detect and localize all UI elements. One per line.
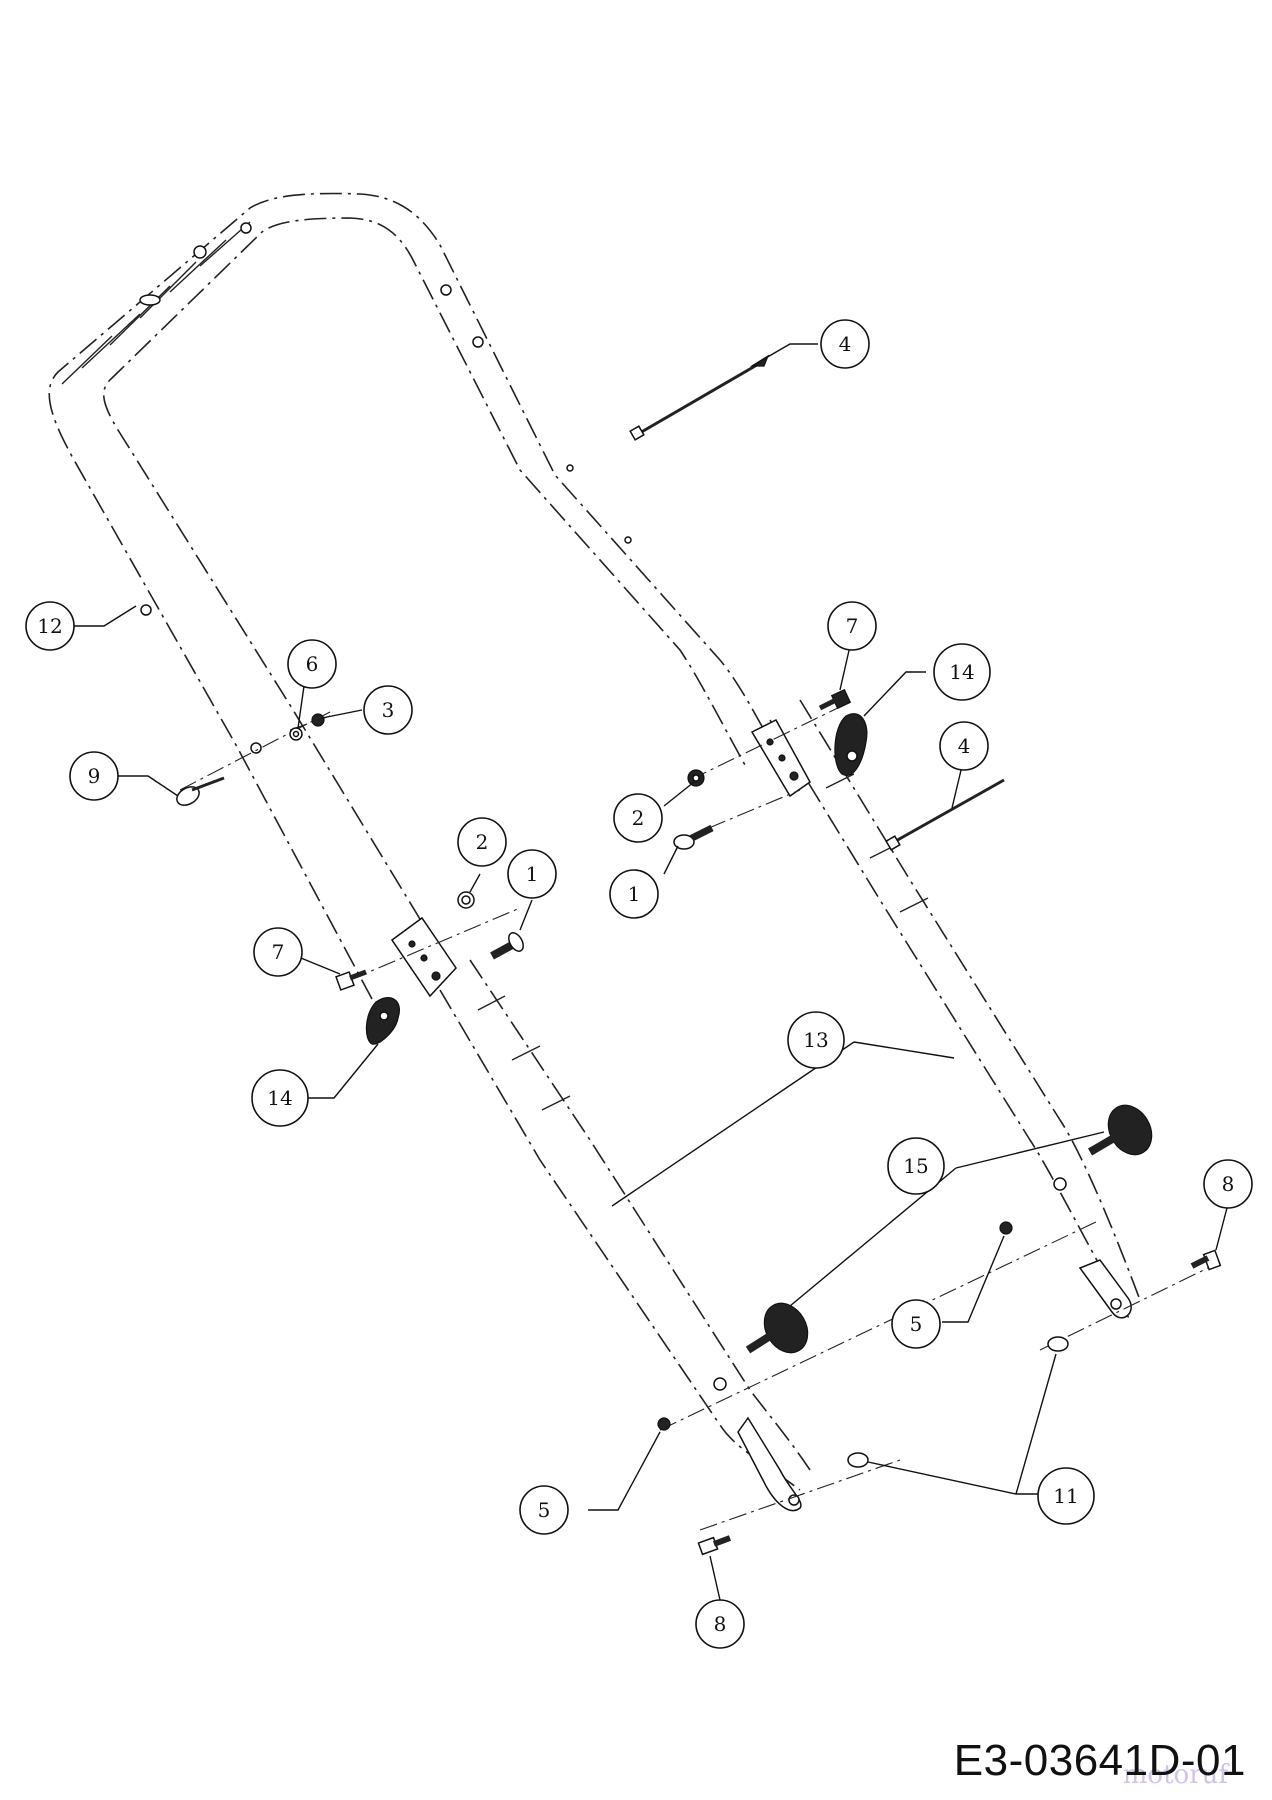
callout-8-right: 8 bbox=[1203, 1159, 1253, 1209]
callout-3: 3 bbox=[363, 685, 413, 735]
nut-6 bbox=[289, 727, 303, 741]
callout-8-bottom: 8 bbox=[695, 1599, 745, 1649]
handle-grip bbox=[61, 221, 252, 385]
svg-text:11: 11 bbox=[1053, 1484, 1078, 1508]
washer-11-left bbox=[847, 1452, 869, 1468]
svg-text:12: 12 bbox=[37, 614, 62, 638]
svg-text:4: 4 bbox=[839, 332, 852, 356]
svg-text:14: 14 bbox=[949, 660, 974, 684]
knob-15-right bbox=[1087, 1104, 1153, 1156]
callout-11: 11 bbox=[1037, 1467, 1095, 1525]
callout-2-right: 2 bbox=[613, 793, 663, 843]
callout-4-top: 4 bbox=[820, 319, 870, 369]
callout-15: 15 bbox=[887, 1137, 945, 1195]
knob-15-left bbox=[745, 1302, 809, 1354]
nut-5-right bbox=[999, 1221, 1013, 1235]
svg-text:5: 5 bbox=[538, 1498, 551, 1522]
bolt-7-left bbox=[335, 969, 367, 991]
svg-text:7: 7 bbox=[272, 940, 285, 964]
carriage-bolt-1-right bbox=[673, 824, 714, 850]
locknut-2-right bbox=[687, 769, 705, 787]
svg-text:2: 2 bbox=[476, 830, 489, 854]
callout-2-left: 2 bbox=[457, 817, 507, 867]
bolt-8-bottom bbox=[697, 1535, 732, 1556]
callout-12: 12 bbox=[25, 601, 75, 651]
svg-text:5: 5 bbox=[910, 1312, 923, 1336]
svg-text:13: 13 bbox=[803, 1028, 828, 1052]
svg-text:1: 1 bbox=[628, 882, 641, 906]
svg-text:6: 6 bbox=[306, 652, 319, 676]
cable-tie-top bbox=[629, 354, 770, 441]
bolt-7-right bbox=[818, 688, 852, 711]
nut-5-left bbox=[657, 1417, 671, 1431]
lower-handle-right bbox=[769, 699, 1141, 1321]
left-bracket-plate bbox=[390, 916, 457, 998]
callout-1-left: 1 bbox=[507, 849, 557, 899]
assembly-axis-lines bbox=[179, 701, 1221, 1531]
callout-1-right: 1 bbox=[609, 869, 659, 919]
upper-handle-frame bbox=[48, 192, 791, 1000]
svg-text:8: 8 bbox=[1222, 1172, 1235, 1196]
callout-14-left: 14 bbox=[251, 1069, 309, 1127]
callout-5-left: 5 bbox=[519, 1485, 569, 1535]
callout-9: 9 bbox=[69, 751, 119, 801]
carriage-bolt-1-left bbox=[490, 932, 524, 960]
document-code: E3-03641D-01 bbox=[953, 1736, 1246, 1785]
washer-11-right bbox=[1047, 1336, 1069, 1352]
svg-text:4: 4 bbox=[958, 734, 971, 758]
lower-handle-left bbox=[439, 959, 811, 1512]
cam-lever-14-left bbox=[365, 997, 400, 1045]
locknut-2-left bbox=[457, 891, 475, 909]
callout-5-right: 5 bbox=[891, 1299, 941, 1349]
leader-lines bbox=[74, 343, 1229, 1601]
svg-text:9: 9 bbox=[88, 764, 101, 788]
callout-14-right: 14 bbox=[933, 643, 991, 701]
svg-text:8: 8 bbox=[714, 1612, 727, 1636]
svg-text:2: 2 bbox=[632, 806, 645, 830]
callout-6: 6 bbox=[287, 639, 337, 689]
cam-lever-14-right bbox=[834, 713, 868, 776]
nut-3 bbox=[311, 713, 325, 727]
bolt-8-right bbox=[1190, 1249, 1222, 1271]
svg-text:14: 14 bbox=[267, 1086, 292, 1110]
watermark-logo: motoruf bbox=[1122, 1760, 1228, 1790]
svg-text:1: 1 bbox=[526, 862, 539, 886]
callout-7-left: 7 bbox=[253, 927, 303, 977]
svg-text:15: 15 bbox=[903, 1154, 928, 1178]
svg-text:7: 7 bbox=[846, 614, 859, 638]
cable-tie-right bbox=[885, 778, 1005, 851]
callout-13: 13 bbox=[787, 1011, 845, 1069]
svg-text:3: 3 bbox=[382, 698, 395, 722]
hitch-pin bbox=[176, 776, 225, 806]
callout-4-right: 4 bbox=[939, 721, 989, 771]
right-bracket-plate bbox=[750, 719, 811, 798]
callout-7-right: 7 bbox=[827, 601, 877, 651]
